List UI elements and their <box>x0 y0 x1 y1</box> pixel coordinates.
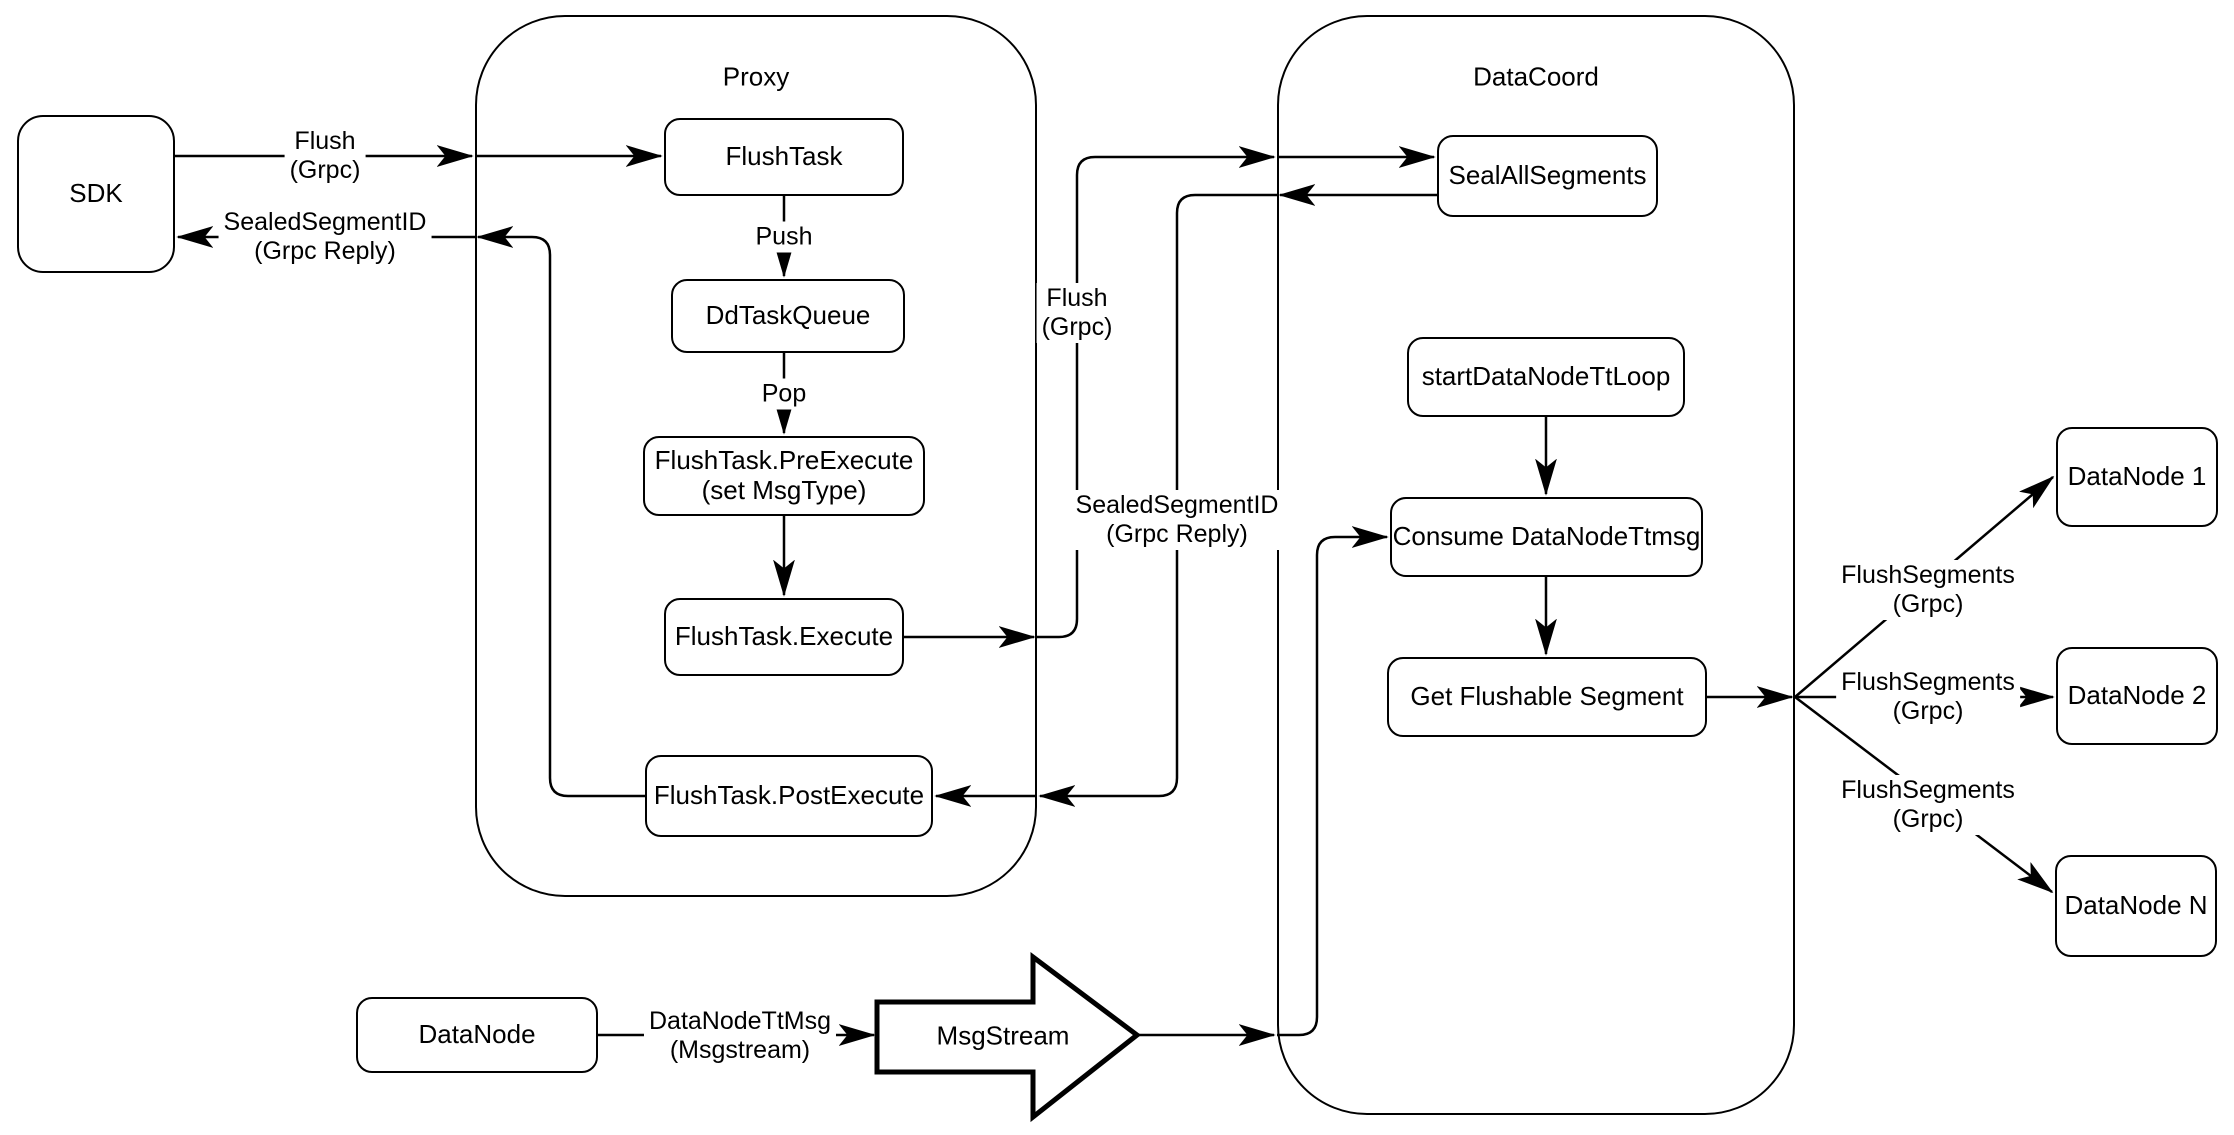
node-datanode-2-label: DataNode 2 <box>2067 680 2207 711</box>
node-datanode-n: DataNode N <box>2055 855 2217 957</box>
edge-label-coord-reply-line2: (Grpc Reply) <box>1106 520 1248 548</box>
node-flush-task: FlushTask <box>664 118 904 196</box>
edge-label-datanode-tt-msg: DataNodeTtMsg (Msgstream) <box>643 1006 837 1066</box>
edge-label-flush-segments-3: FlushSegments (Grpc) <box>1836 775 2020 835</box>
node-sdk: SDK <box>17 115 175 273</box>
node-datanode-n-label: DataNode N <box>2064 890 2208 921</box>
edge-label-flush-segments-3-line2: (Grpc) <box>1892 805 1964 833</box>
edge-proxy-to-datacoord-flush <box>1037 157 1274 639</box>
edge-label-coord-reply: SealedSegmentID (Grpc Reply) <box>1070 490 1284 550</box>
edge-postexecute-to-proxy-edge <box>478 237 645 798</box>
edge-label-flush-segments-1-line2: (Grpc) <box>1892 590 1964 618</box>
node-dd-task-queue-label: DdTaskQueue <box>705 300 871 331</box>
node-flush-task-label: FlushTask <box>725 141 843 172</box>
edge-label-datanode-tt-msg-line2: (Msgstream) <box>669 1036 811 1064</box>
edge-label-flush-segments-1: FlushSegments (Grpc) <box>1836 560 2020 620</box>
edge-label-coord-reply-line1: SealedSegmentID <box>1075 491 1279 519</box>
node-pre-execute: FlushTask.PreExecute (set MsgType) <box>643 436 925 516</box>
node-datanode-1-label: DataNode 1 <box>2067 461 2207 492</box>
edge-label-sdk-flush-line2: (Grpc) <box>289 156 361 184</box>
node-get-flushable-segment: Get Flushable Segment <box>1387 657 1707 737</box>
edge-datacoord-to-consume <box>1277 537 1387 1037</box>
node-post-execute: FlushTask.PostExecute <box>645 755 933 837</box>
node-post-execute-label: FlushTask.PostExecute <box>653 780 925 811</box>
edge-label-sdk-flush: Flush (Grpc) <box>284 126 366 186</box>
node-consume-data-node-ttmsg: Consume DataNodeTtmsg <box>1390 497 1703 577</box>
node-get-flushable-segment-label: Get Flushable Segment <box>1410 681 1684 712</box>
edge-label-flush-segments-3-line1: FlushSegments <box>1841 776 2015 804</box>
edge-label-flush-segments-2: FlushSegments (Grpc) <box>1836 667 2020 727</box>
proxy-title: Proxy <box>722 61 790 92</box>
edge-label-coord-flush: Flush (Grpc) <box>1036 283 1118 343</box>
node-seal-all-segments: SealAllSegments <box>1437 135 1658 217</box>
edge-label-coord-flush-line2: (Grpc) <box>1041 313 1113 341</box>
node-seal-all-segments-label: SealAllSegments <box>1448 160 1647 191</box>
node-datanode-2: DataNode 2 <box>2056 647 2218 745</box>
datacoord-title: DataCoord <box>1473 61 1599 92</box>
node-start-data-node-tt-loop: startDataNodeTtLoop <box>1407 337 1685 417</box>
edge-label-flush-segments-2-line2: (Grpc) <box>1892 697 1964 725</box>
node-datanode-label: DataNode <box>418 1019 536 1050</box>
edge-label-push: Push <box>750 221 818 253</box>
node-sdk-label: SDK <box>69 178 123 209</box>
node-dd-task-queue: DdTaskQueue <box>671 279 905 353</box>
edge-label-pop: Pop <box>756 378 812 410</box>
msgstream-arrow-shape <box>874 952 1142 1123</box>
edge-label-sdk-flush-line1: Flush <box>294 127 356 155</box>
proxy-container <box>475 15 1037 897</box>
node-execute-label: FlushTask.Execute <box>674 621 894 652</box>
msgstream-label: MsgStream <box>936 1020 1070 1051</box>
edge-label-flush-segments-2-line1: FlushSegments <box>1841 668 2015 696</box>
node-consume-data-node-ttmsg-label: Consume DataNodeTtmsg <box>1392 521 1701 552</box>
node-datanode: DataNode <box>356 997 598 1073</box>
edge-label-datanode-tt-msg-line1: DataNodeTtMsg <box>648 1007 832 1035</box>
edge-label-sdk-reply-line2: (Grpc Reply) <box>254 237 396 265</box>
node-start-data-node-tt-loop-label: startDataNodeTtLoop <box>1421 361 1671 392</box>
edge-label-coord-flush-line1: Flush <box>1046 284 1108 312</box>
edge-label-sdk-reply: SealedSegmentID (Grpc Reply) <box>218 207 432 267</box>
datacoord-container <box>1277 15 1795 1115</box>
edge-label-flush-segments-1-line1: FlushSegments <box>1841 561 2015 589</box>
node-pre-execute-line2: (set MsgType) <box>701 475 867 505</box>
node-datanode-1: DataNode 1 <box>2056 427 2218 527</box>
node-pre-execute-line1: FlushTask.PreExecute <box>654 445 914 476</box>
edge-label-sdk-reply-line1: SealedSegmentID <box>223 208 427 236</box>
node-execute: FlushTask.Execute <box>664 598 904 676</box>
